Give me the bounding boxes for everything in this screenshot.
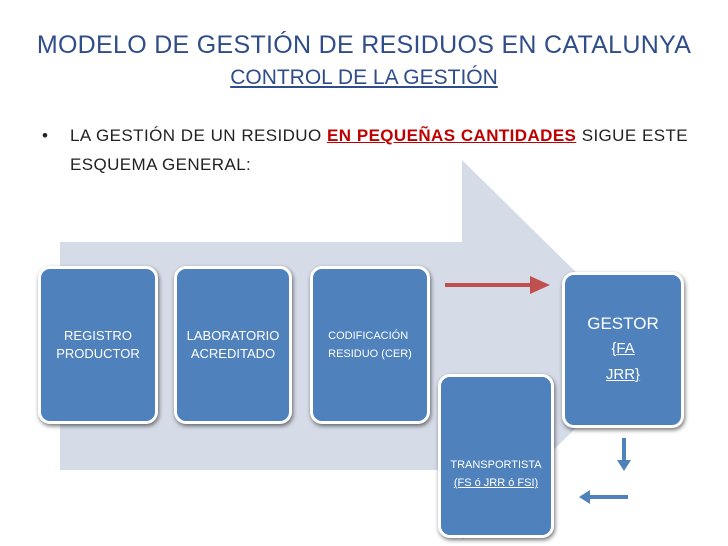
transportista-link[interactable]: (FS ó JRR ó FSI) bbox=[453, 477, 539, 489]
right-arrow-icon bbox=[445, 276, 550, 294]
left-arrow-icon bbox=[579, 490, 628, 504]
box-codificacion-residuo: CODIFICACIÓN RESIDUO (CER) bbox=[310, 266, 430, 424]
box-registro-line2: PRODUCTOR bbox=[56, 346, 140, 361]
box-gestor: GESTOR {FA JRR} bbox=[562, 272, 684, 428]
box-codificacion-line1: CODIFICACIÓN bbox=[328, 330, 409, 342]
box-codificacion-line2: RESIDUO (CER) bbox=[328, 348, 412, 360]
box-gestor-title: GESTOR bbox=[587, 314, 659, 333]
box-registro-productor: REGISTRO PRODUCTOR bbox=[38, 266, 158, 424]
box-transportista: TRANSPORTISTA (FS ó JRR ó FSI) bbox=[438, 374, 554, 538]
down-arrow-icon bbox=[617, 438, 631, 471]
gestor-link-fa[interactable]: {FA bbox=[611, 340, 635, 357]
box-registro-line1: REGISTRO bbox=[64, 328, 132, 343]
bullet-text-after: SIGUE ESTE ESQUEMA GENERAL: bbox=[70, 126, 689, 174]
bullet-text-before: LA GESTIÓN DE UN RESIDUO bbox=[70, 126, 328, 145]
box-laboratorio-line2: ACREDITADO bbox=[190, 346, 276, 361]
page-title: MODELO DE GESTIÓN DE RESIDUOS EN CATALUN… bbox=[36, 31, 692, 59]
gestor-link-jrr[interactable]: JRR} bbox=[605, 366, 641, 383]
box-laboratorio-line1: LABORATORIO bbox=[186, 328, 280, 343]
page-subtitle: CONTROL DE LA GESTIÓN bbox=[230, 66, 498, 89]
box-laboratorio-acreditado: LABORATORIO ACREDITADO bbox=[174, 266, 292, 424]
bullet-icon: • bbox=[42, 126, 49, 145]
bullet-point: • LA GESTIÓN DE UN RESIDUO EN PEQUEÑAS C… bbox=[42, 121, 689, 179]
bullet-highlight: EN PEQUEÑAS CANTIDADES bbox=[327, 126, 577, 145]
box-transportista-line1: TRANSPORTISTA bbox=[450, 459, 542, 471]
